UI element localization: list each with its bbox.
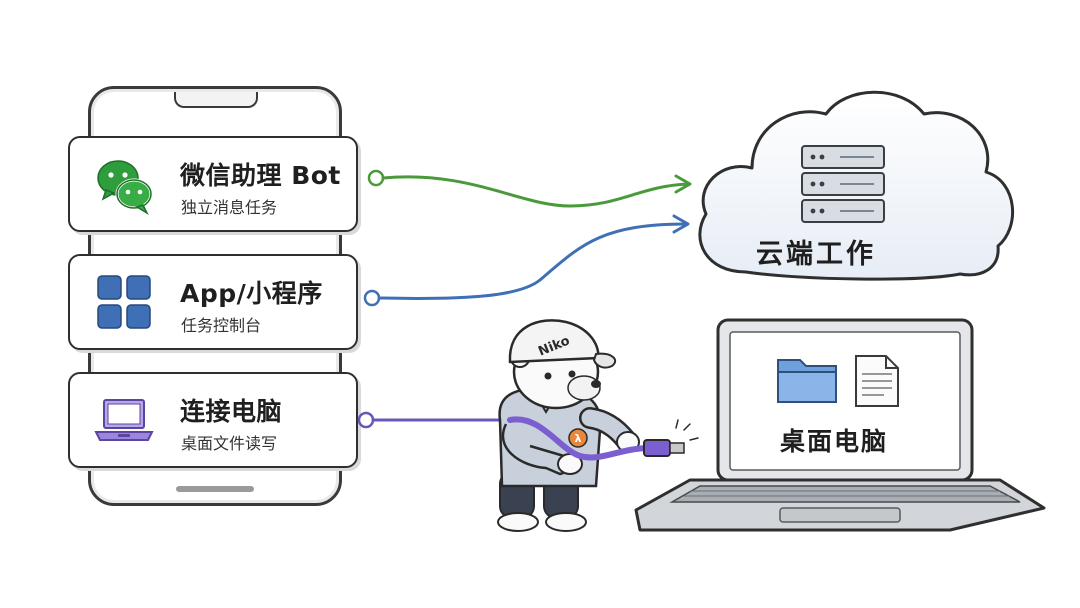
card-app-miniprogram: App/小程序 任务控制台: [68, 254, 358, 350]
laptop-icon: [94, 399, 154, 441]
card-title: 连接电脑: [180, 397, 283, 426]
folder-icon: [777, 359, 837, 403]
usb-cable: [507, 416, 699, 461]
connector-computer-to-cable: [357, 411, 512, 429]
card-subtitle: 独立消息任务: [181, 198, 278, 217]
card-connect-computer: 连接电脑 桌面文件读写: [68, 372, 358, 468]
phone-home-indicator: [176, 486, 254, 492]
card-wechat-bot: 微信助理 Bot 独立消息任务: [68, 136, 358, 232]
desktop-laptop: [634, 318, 1046, 532]
connector-wechat-to-cloud: [367, 169, 692, 208]
card-title: 微信助理 Bot: [180, 161, 341, 190]
desktop-label: 桌面电脑: [780, 427, 889, 456]
connector-app-to-cloud: [363, 214, 690, 307]
server-icon: [801, 145, 885, 223]
mascot-bear: λ Niko: [497, 319, 640, 532]
phone-notch: [174, 92, 258, 108]
card-subtitle: 任务控制台: [181, 316, 262, 335]
card-subtitle: 桌面文件读写: [181, 434, 278, 453]
mascot-badge: λ: [575, 432, 582, 445]
app-grid-icon: [97, 275, 151, 329]
cloud-label: 云端工作: [756, 239, 876, 270]
card-title: App/小程序: [180, 279, 323, 308]
document-icon: [855, 355, 899, 407]
wechat-icon: [97, 160, 153, 215]
